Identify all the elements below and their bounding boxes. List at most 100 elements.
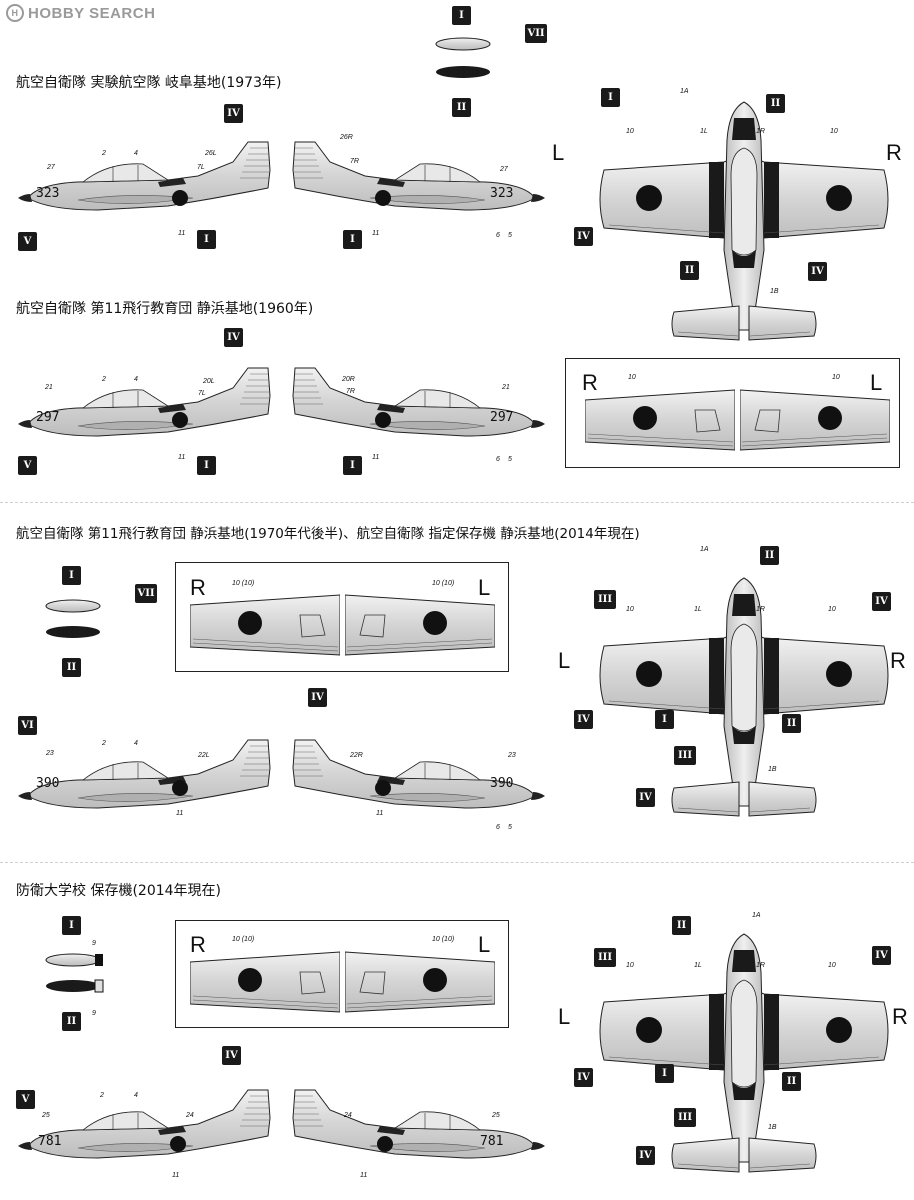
decal-number: 21 <box>502 384 510 391</box>
badge-I: I <box>197 230 216 249</box>
badge-I: I <box>343 230 362 249</box>
badge-III: III <box>594 948 616 967</box>
wing-left-underside <box>345 594 495 656</box>
wing-right-underside <box>190 594 340 656</box>
top-view-4 <box>599 933 889 1173</box>
badge-II: II <box>766 94 785 113</box>
decal-number: 5 <box>508 824 512 831</box>
decal-number: 11 <box>178 454 186 461</box>
aircraft-code-323-left: 323 <box>36 186 60 201</box>
drop-tank-silver <box>435 37 491 51</box>
wing-left-underside <box>345 951 495 1013</box>
label-R: R <box>190 575 206 600</box>
side-view-right-323 <box>292 141 546 211</box>
decal-number: 27 <box>47 164 55 171</box>
decal-number: 20R <box>342 376 355 383</box>
decal-number: 9 <box>92 1010 96 1017</box>
decal-number: 2 <box>100 1092 104 1099</box>
wing-underside-panel <box>175 562 509 672</box>
wing-right-underside <box>190 951 340 1013</box>
watermark: H HOBBY SEARCH <box>6 4 155 22</box>
aircraft-code-781-left: 781 <box>38 1134 62 1149</box>
decal-number: 11 <box>376 810 384 817</box>
decal-number: 10 <box>828 962 836 969</box>
decal-number: 1L <box>694 962 702 969</box>
label-L: L <box>870 370 883 395</box>
wing-underside-panel <box>175 920 509 1028</box>
decal-number: 10 <box>626 128 634 135</box>
label-R: R <box>892 1004 908 1029</box>
decal-number: 5 <box>508 456 512 463</box>
decal-number: 6 <box>496 456 500 463</box>
decal-number: 25 <box>492 1112 500 1119</box>
decal-number: 11 <box>372 454 380 461</box>
badge-I: I <box>452 6 471 25</box>
badge-IV: IV <box>574 710 593 729</box>
decal-number: 1B <box>770 288 779 295</box>
drop-tank-black <box>46 979 104 993</box>
decal-number: 1L <box>694 606 702 613</box>
badge-IV: IV <box>872 592 891 611</box>
section-divider <box>0 502 914 504</box>
decal-number: 11 <box>360 1172 368 1179</box>
badge-II: II <box>680 261 699 280</box>
decal-number: 4 <box>134 376 138 383</box>
decal-number: 22R <box>350 752 363 759</box>
decal-number: 6 <box>496 232 500 239</box>
badge-V: V <box>16 1090 35 1109</box>
decal-number: 23 <box>46 750 54 757</box>
decal-number: 7R <box>350 158 359 165</box>
label-L: L <box>552 140 565 165</box>
decal-number: 4 <box>134 150 138 157</box>
wing-underside-panel <box>565 358 900 468</box>
badge-VII: VII <box>525 24 547 43</box>
badge-IV: IV <box>224 328 243 347</box>
badge-II: II <box>62 658 81 677</box>
decal-number: 2 <box>102 150 106 157</box>
side-view-right-781 <box>292 1089 546 1159</box>
decal-number: 23 <box>508 752 516 759</box>
badge-IV: IV <box>574 227 593 246</box>
decal-number: 1A <box>752 912 761 919</box>
decal-number: 11 <box>372 230 380 237</box>
decal-number: 11 <box>172 1172 180 1179</box>
decal-number: 25 <box>42 1112 50 1119</box>
drop-tank-silver <box>45 599 101 613</box>
section-2-title: 航空自衛隊 第11飛行教育団 静浜基地(1960年) <box>16 301 314 317</box>
badge-I: I <box>197 456 216 475</box>
wing-left-underside <box>740 389 890 451</box>
decal-number: 24 <box>344 1112 352 1119</box>
decal-number: 10 (10) <box>232 936 255 943</box>
decal-number: 1B <box>768 766 777 773</box>
decal-number: 7L <box>198 390 206 397</box>
aircraft-code-390-right: 390 <box>490 776 514 791</box>
decal-number: 5 <box>508 232 512 239</box>
badge-IV: IV <box>636 788 655 807</box>
badge-V: V <box>18 232 37 251</box>
label-R: R <box>582 370 598 395</box>
decal-number: 10 <box>628 374 636 381</box>
decal-number: 7R <box>346 388 355 395</box>
section-4-title: 防衛大学校 保存機(2014年現在) <box>16 883 222 899</box>
decal-number: 1A <box>680 88 689 95</box>
hobby-search-logo-icon: H <box>6 4 24 22</box>
section-3-title: 航空自衛隊 第11飛行教育団 静浜基地(1970年代後半)、航空自衛隊 指定保存… <box>16 526 640 542</box>
badge-II: II <box>62 1012 81 1031</box>
decal-number: 26L <box>205 150 217 157</box>
badge-II: II <box>782 1072 801 1091</box>
badge-V: V <box>18 456 37 475</box>
badge-I: I <box>601 88 620 107</box>
section-divider <box>0 862 914 864</box>
badge-III: III <box>674 1108 696 1127</box>
badge-III: III <box>594 590 616 609</box>
side-view-left-781 <box>17 1089 271 1159</box>
aircraft-code-323-right: 323 <box>490 186 514 201</box>
badge-II: II <box>760 546 779 565</box>
decal-number: 6 <box>496 824 500 831</box>
side-view-left-323 <box>17 141 271 211</box>
decal-number: 10 <box>830 128 838 135</box>
label-L: L <box>558 648 571 673</box>
aircraft-code-781-right: 781 <box>480 1134 504 1149</box>
decal-number: 11 <box>178 230 186 237</box>
decal-number: 4 <box>134 1092 138 1099</box>
